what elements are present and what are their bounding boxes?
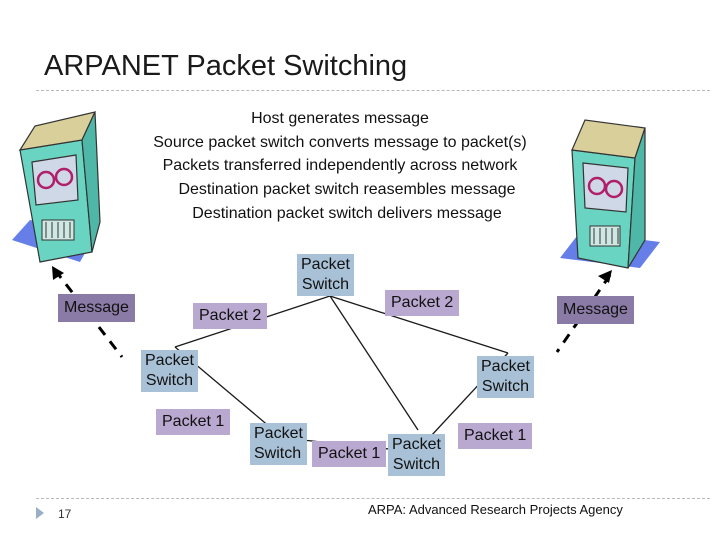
packet-switch-bottom-right: Packet Switch	[388, 434, 445, 476]
title-divider	[36, 90, 710, 91]
computer-side	[81, 111, 101, 253]
message-source: Message	[58, 294, 135, 322]
screen-figure-icon	[54, 167, 74, 187]
switch-label-line1: Packet	[145, 352, 194, 369]
footnote: ARPA: Advanced Research Projects Agency	[368, 502, 623, 517]
switch-label-line2: Switch	[145, 372, 194, 389]
description-line: Destination packet switch delivers messa…	[192, 204, 502, 222]
computer-icon	[12, 111, 101, 263]
host-link-right	[555, 274, 612, 353]
screen-figure-icon	[587, 176, 607, 196]
switch-label-line2: Switch	[392, 456, 441, 473]
message-destination: Message	[557, 296, 634, 324]
arrowhead-icon	[52, 266, 64, 280]
packet-switch-top: Packet Switch	[297, 254, 354, 296]
screen-figure-icon	[604, 179, 624, 199]
arrowhead-icon	[598, 270, 612, 283]
switch-label-line1: Packet	[254, 425, 303, 442]
bullet-arrow-icon	[36, 507, 44, 519]
switch-label-line2: Switch	[254, 445, 302, 462]
packet-switch-left: Packet Switch	[141, 350, 198, 392]
description-line: Packets transferred independently across…	[162, 157, 518, 175]
page-number: 17	[58, 507, 72, 521]
packet-2-right: Packet 2	[385, 290, 460, 316]
switch-label-line1: Packet	[481, 358, 530, 375]
computer-side	[627, 127, 646, 269]
computer-icon	[560, 119, 660, 269]
link-top-bottom-right	[329, 295, 419, 431]
packet-switch-bottom-left: Packet Switch	[250, 423, 307, 465]
screen-figure-icon	[36, 170, 56, 190]
link-top-right	[329, 295, 509, 354]
switch-label-line2: Switch	[301, 276, 350, 293]
packet-2-left: Packet 2	[193, 303, 268, 329]
description-list: Host generates message Source packet swi…	[130, 107, 550, 226]
switch-label-line2: Switch	[481, 378, 530, 395]
description-line: Host generates message	[251, 110, 429, 127]
switch-label-line1: Packet	[392, 436, 441, 453]
switch-label-line1: Packet	[301, 256, 350, 273]
packet-1-left: Packet 1	[156, 409, 231, 435]
packet-1-right: Packet 1	[458, 423, 533, 449]
description-line: Destination packet switch reasembles mes…	[178, 181, 516, 199]
description-line: Source packet switch converts message to…	[153, 133, 527, 151]
packet-1-middle: Packet 1	[312, 441, 387, 467]
page-title: ARPANET Packet Switching	[44, 50, 408, 82]
packet-switch-right: Packet Switch	[477, 356, 534, 398]
footer-divider	[36, 498, 710, 499]
